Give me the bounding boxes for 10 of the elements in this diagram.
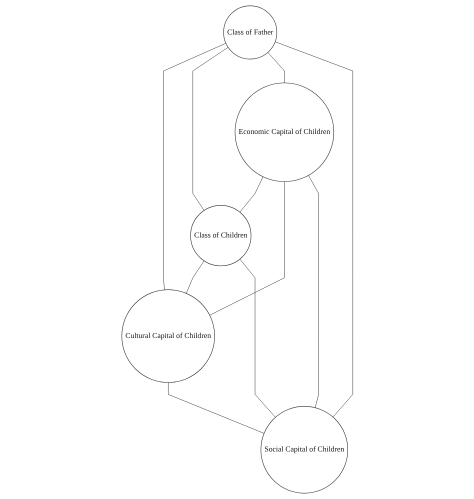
connector [209,181,284,316]
connector [168,382,264,434]
connector [239,258,276,418]
connector [186,260,204,294]
connector [192,47,228,211]
connector [308,175,319,408]
connector [267,52,284,84]
connector [274,42,353,418]
connector [239,176,263,212]
connector [162,43,226,290]
